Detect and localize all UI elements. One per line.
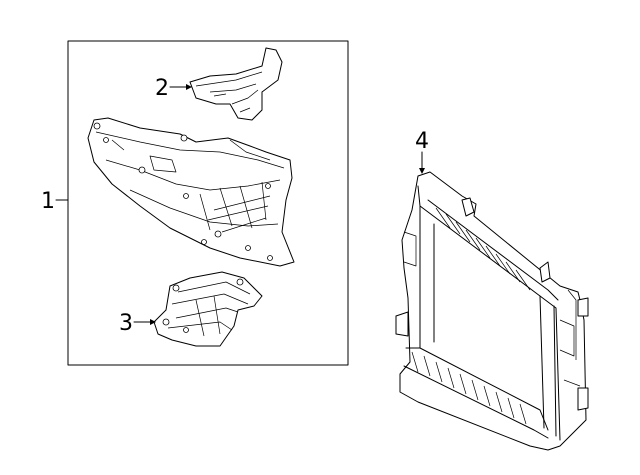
arrowhead-4-icon xyxy=(419,168,425,174)
arrowhead-3-icon xyxy=(150,319,156,325)
arrowhead-2-icon xyxy=(186,84,192,90)
callout-3[interactable]: 3 xyxy=(119,311,133,336)
part-3-lower-cover[interactable] xyxy=(153,271,263,347)
callout-4[interactable]: 4 xyxy=(415,129,429,154)
part-2-deflector[interactable] xyxy=(189,47,283,121)
part-1-splash-shield[interactable] xyxy=(87,117,295,267)
assembly-frame xyxy=(67,40,349,366)
part-4-radiator-support[interactable] xyxy=(395,171,589,451)
callout-1[interactable]: 1 xyxy=(41,189,55,214)
leader-lines xyxy=(55,84,425,325)
callout-2[interactable]: 2 xyxy=(155,76,169,101)
